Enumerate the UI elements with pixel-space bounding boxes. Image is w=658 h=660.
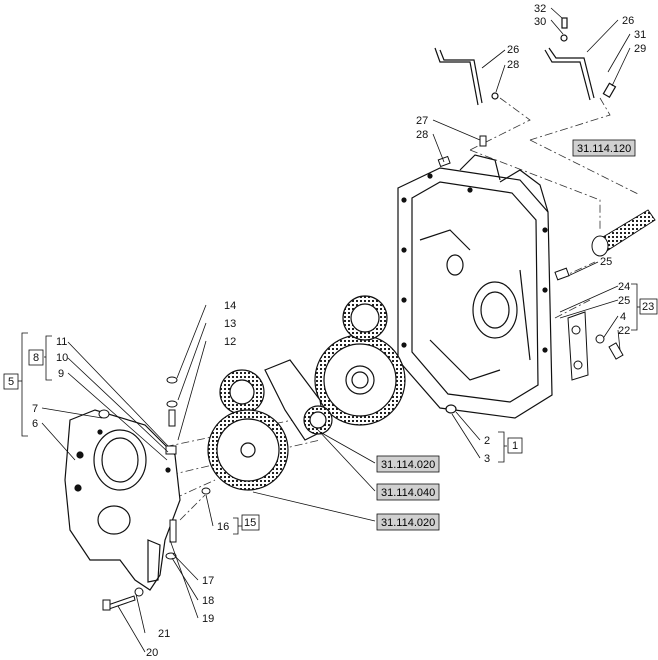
group-brackets <box>18 283 640 535</box>
callout-29: 28 <box>416 129 428 141</box>
callout-box-23: 23 <box>639 298 658 315</box>
callout-3: 3 <box>484 453 490 465</box>
svg-text:31.114.040: 31.114.040 <box>381 487 435 499</box>
splined-shaft <box>591 209 656 257</box>
callout-31: 29 <box>634 43 646 55</box>
bracket-right <box>544 17 617 101</box>
svg-text:1: 1 <box>512 440 518 452</box>
callout-26-left: 26 <box>507 44 519 56</box>
callout-18: 18 <box>202 595 214 607</box>
reference-31-114-020-upper: 31.114.020 <box>376 455 440 473</box>
callout-19: 19 <box>202 613 214 625</box>
callout-9: 9 <box>58 368 64 380</box>
callouts: 32 30 26 31 29 26 28 27 28 25 24 25 25 4… <box>32 3 646 659</box>
reference-31-114-020-lower: 31.114.020 <box>376 513 440 531</box>
side-plate <box>567 311 624 381</box>
callout-16: 16 <box>217 521 229 533</box>
svg-text:31.114.120: 31.114.120 <box>577 143 631 155</box>
callout-box-8: 8 <box>28 349 44 366</box>
front-cover-housing <box>64 409 181 591</box>
bracket-left <box>434 47 499 106</box>
svg-text:15: 15 <box>244 517 256 529</box>
callout-10: 10 <box>56 352 68 364</box>
callout-24: 24 <box>618 281 630 293</box>
callout-box-1: 1 <box>507 437 523 454</box>
boxed-callouts: 5 8 1 23 15 <box>3 298 658 531</box>
svg-text:23: 23 <box>642 301 654 313</box>
callout-32: 32 <box>534 3 546 15</box>
callout-21: 21 <box>158 628 170 640</box>
bolt-20 <box>102 587 144 611</box>
callout-30-right: 31 <box>634 29 646 41</box>
svg-text:31.114.020: 31.114.020 <box>381 459 435 471</box>
callout-2: 2 <box>484 435 490 447</box>
gear-carrier-arm <box>264 359 333 441</box>
callout-12: 12 <box>224 336 236 348</box>
housing-bolts <box>437 135 570 281</box>
callout-13: 13 <box>224 318 236 330</box>
svg-text:31.114.020: 31.114.020 <box>381 517 435 529</box>
gear-large-right <box>314 334 406 426</box>
svg-text:8: 8 <box>33 352 39 364</box>
callout-30-top: 30 <box>534 16 546 28</box>
callout-17: 17 <box>202 575 214 587</box>
leader-lines <box>41 7 631 653</box>
gear-small-top <box>342 295 388 341</box>
callout-28-mid: 27 <box>416 115 428 127</box>
callout-box-5: 5 <box>3 373 19 390</box>
callout-4: 4 <box>620 311 626 323</box>
gear-large-left <box>207 409 289 491</box>
gearbox-housing <box>397 154 553 419</box>
callout-27: 25 <box>600 256 612 268</box>
callout-25-label: 25 <box>618 295 630 307</box>
hydraulic-components <box>98 376 211 560</box>
callout-26-right: 26 <box>622 15 634 27</box>
gear-pinion-small <box>219 369 265 415</box>
callout-28-top: 28 <box>507 59 519 71</box>
callout-14: 14 <box>224 300 236 312</box>
svg-text:5: 5 <box>8 376 14 388</box>
callout-6: 6 <box>32 418 38 430</box>
callout-22: 22 <box>618 325 630 337</box>
callout-7: 7 <box>32 403 38 415</box>
reference-boxes: 31.114.120 31.114.020 31.114.040 31.114.… <box>376 139 636 531</box>
reference-31-114-040: 31.114.040 <box>376 483 440 501</box>
callout-box-15: 15 <box>241 514 260 531</box>
reference-31-114-120: 31.114.120 <box>572 139 636 157</box>
callout-11: 11 <box>56 336 67 348</box>
callout-20: 20 <box>146 647 158 659</box>
